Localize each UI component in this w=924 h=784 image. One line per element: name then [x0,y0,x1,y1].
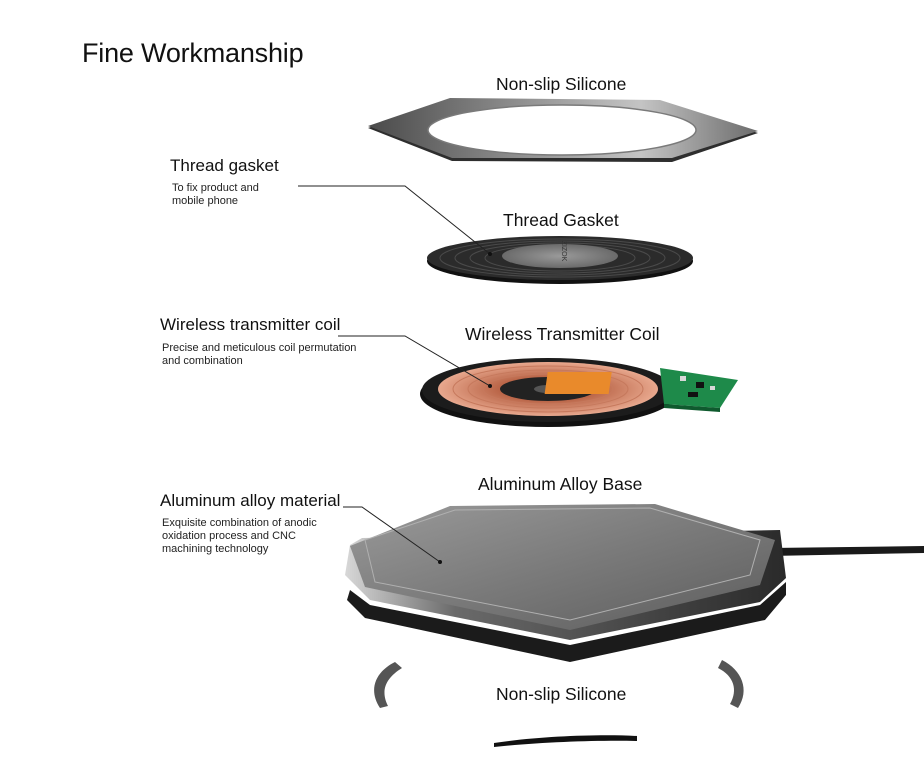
callout-desc-transmitter-coil: Precise and meticulous coil permutation … [162,342,357,367]
callout-dots [438,252,492,564]
aluminum-base [345,504,924,662]
callout-desc-thread-gasket: To fix product and mobile phone [172,182,259,207]
transmitter-coil [420,358,738,427]
part-label-bottom-silicone: Non-slip Silicone [496,684,627,704]
page-title: Fine Workmanship [82,38,304,68]
top-silicone-ring [368,98,758,162]
bottom-silicone-feet [374,660,744,747]
callout-desc-aluminum: Exquisite combination of anodic oxidatio… [162,517,317,555]
callout-heading-transmitter-coil: Wireless transmitter coil [160,315,341,334]
part-label-transmitter-coil: Wireless Transmitter Coil [465,324,660,344]
callout-heading-thread-gasket: Thread gasket [170,156,279,175]
callout-heading-aluminum: Aluminum alloy material [160,491,341,510]
part-label-thread-gasket: Thread Gasket [503,210,619,230]
gasket-logo: ZIZOK [560,241,567,262]
thread-gasket-disc [427,236,693,284]
part-label-aluminum-base: Aluminum Alloy Base [478,474,643,494]
callout-leaders [298,185,491,563]
part-label-top-silicone: Non-slip Silicone [496,74,627,94]
